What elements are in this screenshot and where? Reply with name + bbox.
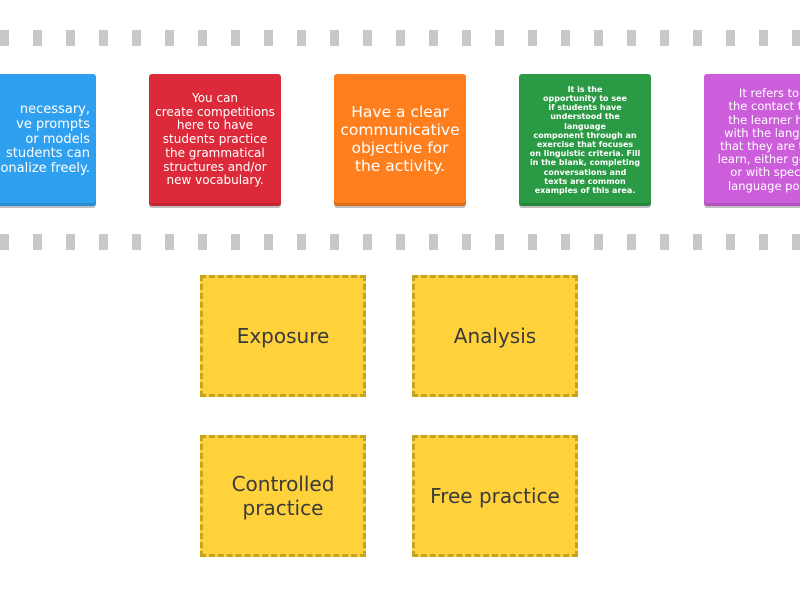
drop-target-free-practice[interactable]: Free practice <box>412 435 578 557</box>
card-strip[interactable]: necessary, ve prompts or models students… <box>0 46 800 234</box>
draggable-card-orange[interactable]: Have a clear communicative objective for… <box>334 74 466 206</box>
card-text: You can create competitions here to have… <box>155 90 275 188</box>
draggable-card-blue[interactable]: necessary, ve prompts or models students… <box>0 74 96 206</box>
draggable-card-green[interactable]: It is the opportunity to see if students… <box>519 74 651 206</box>
card-text: It refers to the contact th the learner … <box>717 86 800 193</box>
draggable-card-purple[interactable]: It refers to the contact th the learner … <box>704 74 800 206</box>
target-label: Controlled practice <box>231 472 335 520</box>
target-label: Analysis <box>453 324 537 348</box>
drop-target-controlled-practice[interactable]: Controlled practice <box>200 435 366 557</box>
target-label: Exposure <box>236 324 330 348</box>
draggable-card-red[interactable]: You can create competitions here to have… <box>149 74 281 206</box>
card-text: necessary, ve prompts or models students… <box>0 101 90 177</box>
drop-target-analysis[interactable]: Analysis <box>412 275 578 397</box>
drop-target-exposure[interactable]: Exposure <box>200 275 366 397</box>
card-strip-bottom-border <box>0 234 800 250</box>
card-strip-top-border <box>0 30 800 46</box>
card-text: It is the opportunity to see if students… <box>529 84 641 195</box>
target-label: Free practice <box>430 484 560 508</box>
card-text: Have a clear communicative objective for… <box>340 103 460 175</box>
